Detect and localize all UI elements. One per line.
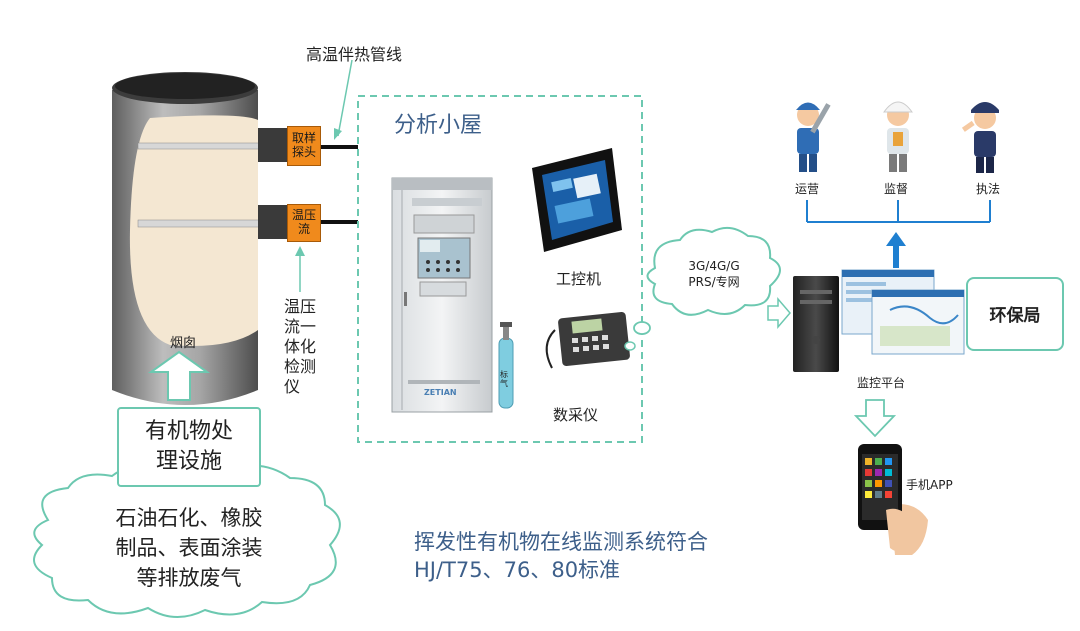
tp-detector-line-3: 体化	[284, 337, 317, 356]
mobile-app-label: 手机APP	[906, 478, 953, 492]
gas-bottle-label: 标气	[500, 370, 508, 388]
cabinet-brand: ZETIAN	[424, 388, 457, 397]
organic-facility-line-2: 理设施	[155, 449, 222, 474]
chimney-label: 烟囱	[170, 336, 197, 351]
platform-screens	[841, 269, 965, 355]
emission-line-3: 等排放废气	[136, 566, 242, 590]
tp-detector-line-5: 仪	[284, 377, 301, 396]
emission-line-1: 石油石化、橡胶	[115, 506, 263, 530]
standard-line-1: 挥发性有机物在线监测系统符合	[414, 530, 708, 554]
gas-bottle	[498, 322, 514, 409]
network-cloud	[624, 226, 781, 351]
tp-flow-probe-label-1: 温压	[291, 208, 316, 222]
role-ops-label: 运营	[795, 182, 820, 196]
tp-flow-probe-label-2: 流	[297, 222, 310, 236]
tp-detector-label: 温压 流一 体化 检测 仪	[284, 297, 324, 397]
organic-facility-box: 有机物处 理设施	[117, 407, 261, 487]
heat-pipe-label: 高温伴热管线	[306, 45, 403, 64]
analysis-room-frame	[357, 95, 643, 443]
police-officer-icon	[961, 102, 999, 173]
sampling-probe-label-2: 探头	[291, 145, 316, 159]
ipc-label: 工控机	[556, 270, 602, 288]
organic-facility-line-1: 有机物处	[144, 419, 233, 444]
standard-text: 挥发性有机物在线监测系统符合 HJ/T75、76、80标准	[414, 528, 708, 584]
ipc-monitor	[532, 148, 622, 252]
daq-label: 数采仪	[553, 406, 599, 424]
tp-detector-line-4: 检测	[284, 357, 317, 376]
network-label: 3G/4G/G PRS/专网	[660, 258, 768, 290]
emission-text: 石油石化、橡胶 制品、表面涂装 等排放废气	[58, 503, 320, 593]
tp-detector-line-2: 流一	[284, 317, 317, 336]
analysis-room-title: 分析小屋	[394, 113, 483, 138]
tp-detector-line-1: 温压	[284, 297, 317, 316]
sampling-probe: 取样 探头	[287, 126, 321, 166]
network-label-1: 3G/4G/G	[688, 259, 740, 273]
computer-tower-icon	[793, 276, 839, 372]
sampling-probe-label-1: 取样	[291, 131, 316, 145]
tp-flow-probe: 温压 流	[287, 204, 321, 242]
role-enforce-label: 执法	[976, 182, 1001, 196]
chimney	[112, 72, 265, 405]
emission-line-2: 制品、表面涂装	[115, 536, 263, 560]
phone-icon	[858, 444, 928, 555]
analyzer-cabinet	[391, 177, 493, 413]
daq-device	[545, 311, 630, 369]
wrench-worker-icon	[796, 102, 831, 172]
standard-line-2: HJ/T75、76、80标准	[414, 558, 621, 582]
epb-label: 环保局	[989, 306, 1041, 326]
inspector-icon	[883, 101, 913, 172]
monitor-platform-label: 监控平台	[857, 376, 906, 390]
role-supervise-label: 监督	[884, 182, 909, 196]
epb-box: 环保局	[966, 277, 1064, 351]
network-label-2: PRS/专网	[688, 275, 740, 289]
